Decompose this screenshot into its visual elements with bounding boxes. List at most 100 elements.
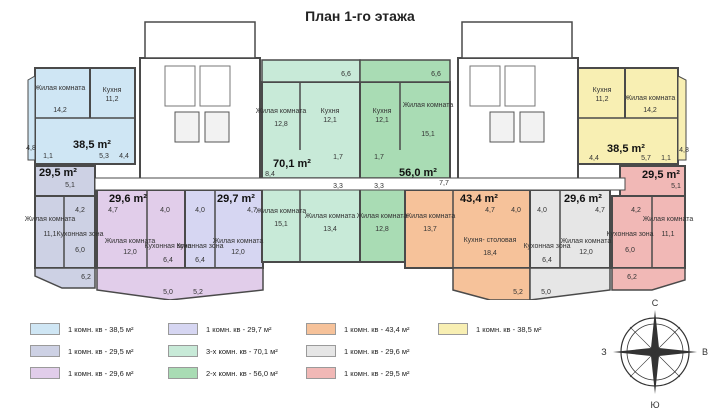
room-label: Кухня — [593, 87, 612, 94]
room-area: 5,7 — [641, 155, 651, 162]
room-area: 1,1 — [661, 155, 671, 162]
room-area: 4,7 — [108, 207, 118, 214]
legend-item: 1 комн. кв - 29,5 м² — [306, 366, 410, 380]
room-area: 5,1 — [671, 183, 681, 190]
legend-label: 1 комн. кв - 29,6 м² — [344, 346, 410, 356]
room-area: 14,2 — [53, 107, 67, 114]
room-label: Кухня — [373, 108, 392, 115]
legend-label: 1 комн. кв - 38,5 м² — [476, 324, 542, 334]
room-area: 6,2 — [81, 274, 91, 281]
room-area: 4,8 — [26, 145, 36, 152]
room-label: Жилая комната — [561, 238, 612, 245]
room-label: Кухонная зона — [176, 243, 223, 250]
legend-item: 3-х комн. кв - 70,1 м² — [168, 344, 278, 358]
room-area: 6,4 — [163, 257, 173, 264]
room-label: Жилая комната — [643, 216, 694, 223]
room-area: 4,7 — [247, 207, 257, 214]
elevator-right-2 — [519, 111, 545, 143]
apt-38-5-left[interactable] — [34, 67, 136, 165]
apartment-area: 38,5 m² — [607, 143, 645, 155]
legend-item: 1 комн. кв - 38,5 м² — [438, 322, 542, 336]
compass-west: З — [601, 347, 606, 357]
legend-label: 1 комн. кв - 29,5 м² — [344, 368, 410, 378]
apartment-area: 43,4 m² — [460, 193, 498, 205]
legend-swatch — [306, 345, 336, 357]
room-area: 14,2 — [643, 107, 657, 114]
room-area: 5,3 — [99, 153, 109, 160]
legend-swatch — [306, 323, 336, 335]
apartment-area: 29,5 m² — [642, 169, 680, 181]
legend-item: 1 комн. кв - 38,5 м² — [30, 322, 134, 336]
apt-29-6-right[interactable] — [529, 189, 611, 269]
elevator-left-2 — [204, 111, 230, 143]
room-area: 5,2 — [513, 289, 523, 296]
room-area: 6,4 — [195, 257, 205, 264]
room-label: Жилая комната — [357, 213, 408, 220]
legend-swatch — [30, 367, 60, 379]
room-area: 12,0 — [231, 249, 245, 256]
room-area: 11,2 — [595, 96, 608, 103]
room-label: Кухонная зона — [56, 231, 103, 238]
room-area: 4,7 — [595, 207, 605, 214]
corridor — [94, 177, 626, 191]
legend-label: 2-х комн. кв - 56,0 м² — [206, 368, 278, 378]
apt-29-5-left-top[interactable] — [34, 165, 96, 197]
floor-plan: Жилая комната 14,2 Кухня 11,2 38,5 m² 5,… — [25, 21, 694, 300]
room-area: 5,0 — [541, 289, 551, 296]
legend-swatch — [168, 345, 198, 357]
room-area: 12,8 — [274, 121, 288, 128]
room-area: 11,1 — [43, 231, 56, 238]
room-label: Кухонная зона — [606, 231, 653, 238]
legend-label: 3-х комн. кв - 70,1 м² — [206, 346, 278, 356]
compass-rose-icon: С Ю З В — [601, 298, 708, 410]
room-label: Жилая комната — [625, 95, 676, 102]
legend-item: 1 комн. кв - 29,7 м² — [168, 322, 272, 336]
room-area: 6,6 — [341, 71, 351, 78]
room-label: Кухонная зона — [523, 243, 570, 250]
legend-item: 1 комн. кв - 29,5 м² — [30, 344, 134, 358]
compass-south: Ю — [650, 400, 659, 410]
room-area: 6,2 — [627, 274, 637, 281]
apartment-area: 29,6 m² — [109, 193, 147, 205]
legend-swatch — [168, 323, 198, 335]
legend-label: 1 комн. кв - 38,5 м² — [68, 324, 134, 334]
legend-item: 1 комн. кв - 29,6 м² — [30, 366, 134, 380]
room-label: Кухня — [321, 108, 340, 115]
room-area: 1,7 — [333, 154, 343, 161]
room-area: 12,1 — [323, 117, 337, 124]
room-area: 4,2 — [631, 207, 641, 214]
apartment-area: 38,5 m² — [73, 139, 111, 151]
room-area: 6,6 — [431, 71, 441, 78]
page-title: План 1-го этажа — [305, 8, 415, 24]
room-area: 4,4 — [119, 153, 129, 160]
room-area: 4,4 — [589, 155, 599, 162]
room-label: Кухонная зона — [144, 243, 191, 250]
legend-swatch — [30, 323, 60, 335]
apartment-area: 29,7 m² — [217, 193, 255, 205]
room-label: Жилая комната — [256, 108, 307, 115]
room-area: 4,7 — [485, 207, 495, 214]
apartment-area: 29,5 m² — [39, 167, 77, 179]
room-area: 4,0 — [160, 207, 170, 214]
room-area: 6,0 — [625, 247, 635, 254]
room-label: Жилая комната — [305, 213, 356, 220]
room-label: Кухня — [103, 87, 122, 94]
room-area: 7,7 — [439, 180, 449, 187]
room-label: Жилая комната — [256, 208, 307, 215]
apt-29-6-left[interactable] — [96, 189, 186, 269]
legend-swatch — [168, 367, 198, 379]
legend-item: 2-х комн. кв - 56,0 м² — [168, 366, 278, 380]
compass-north: С — [652, 298, 659, 308]
room-area: 3,3 — [374, 183, 384, 190]
apt-38-5-right[interactable] — [577, 67, 679, 165]
legend-swatch — [30, 345, 60, 357]
apartment-area: 56,0 m² — [399, 167, 437, 179]
elevator-left — [174, 111, 200, 143]
apartment-area: 70,1 m² — [273, 158, 311, 170]
room-area: 4,8 — [679, 147, 689, 154]
apt-29-5-right[interactable] — [611, 195, 686, 269]
legend-swatch — [306, 367, 336, 379]
room-area: 3,3 — [333, 183, 343, 190]
room-label: Жилая комната — [403, 102, 454, 109]
room-area: 12,8 — [375, 226, 389, 233]
